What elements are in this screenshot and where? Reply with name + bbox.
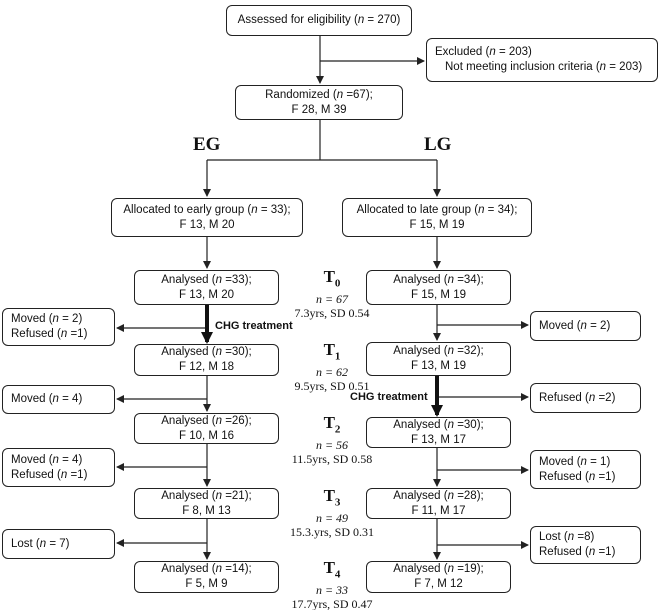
early-analysed-t4-count: Analysed (n =14); — [161, 563, 252, 575]
late-analysed-t1: Analysed (n =32); F 13, M 19 — [366, 342, 511, 376]
excluded-reason: Not meeting inclusion criteria (n = 203) — [445, 61, 643, 73]
early-analysed-t2-count: Analysed (n =26); — [161, 414, 252, 427]
alloc-late-box: Allocated to late group (n = 34); F 15, … — [342, 198, 532, 237]
early-analysed-t0-count: Analysed (n =33); — [161, 273, 252, 286]
early-analysed-t0-sex: F 13, M 20 — [179, 288, 234, 301]
treatment-label-late: CHG treatment — [350, 391, 428, 403]
early-dropout-t4-lost: Lost (n = 7) — [11, 537, 70, 550]
assessed-box: Assessed for eligibility (n = 270) — [226, 5, 412, 36]
late-group-label: LG — [424, 134, 452, 155]
timepoint-t3-label: T3 — [323, 486, 341, 509]
alloc-late-label: Allocated to late group (n = 34); — [356, 203, 518, 216]
early-group-label: EG — [193, 134, 221, 155]
early-dropout-t2: Moved (n = 4) — [2, 385, 115, 414]
early-analysed-t1-sex: F 12, M 18 — [179, 361, 234, 373]
randomized-sex: F 28, M 39 — [291, 103, 347, 116]
excluded-box: Excluded (n = 203) Not meeting inclusion… — [426, 38, 658, 82]
assessed-label: Assessed for eligibility (n = 270) — [237, 14, 401, 26]
timepoint-t0-age: 7.3yrs, SD 0.54 — [294, 306, 370, 321]
late-dropout-t3-moved: Moved (n = 1) — [539, 455, 611, 468]
late-dropout-t1: Moved (n = 2) — [530, 311, 641, 341]
early-analysed-t2-sex: F 10, M 16 — [179, 429, 234, 442]
alloc-late-sex: F 15, M 19 — [409, 218, 465, 231]
timepoint-t0-label: T0 — [323, 267, 341, 290]
late-dropout-t4-refused: Refused (n =1) — [539, 546, 616, 558]
early-dropout-t3: Moved (n = 4) Refused (n =1) — [2, 448, 115, 487]
late-analysed-t3-count: Analysed (n =28); — [393, 489, 484, 502]
early-analysed-t3: Analysed (n =21); F 8, M 13 — [134, 488, 279, 519]
timepoint-t0-n: n = 67 — [315, 292, 349, 307]
timepoint-t4-label: T4 — [323, 558, 341, 581]
randomized-label: Randomized (n =67); — [265, 88, 373, 101]
timepoint-t0: T0 n = 67 7.3yrs, SD 0.54 — [282, 267, 382, 321]
early-dropout-t1: Moved (n = 2) Refused (n =1) — [2, 308, 115, 346]
late-analysed-t1-count: Analysed (n =32); — [393, 345, 484, 357]
timepoint-t4-n: n = 33 — [315, 583, 349, 598]
late-analysed-t4: Analysed (n =19); F 7, M 12 — [366, 561, 511, 593]
late-analysed-t0-sex: F 15, M 19 — [411, 288, 466, 301]
late-dropout-t2: Refused (n =2) — [530, 383, 641, 413]
timepoint-t3-age: 15.3.yrs, SD 0.31 — [289, 525, 374, 540]
early-analysed-t4-sex: F 5, M 9 — [185, 578, 228, 590]
excluded-label: Excluded (n = 203) — [435, 46, 532, 58]
timepoint-t2-age: 11.5yrs, SD 0.58 — [291, 452, 373, 467]
timepoint-t2-label: T2 — [323, 413, 341, 436]
late-analysed-t0-count: Analysed (n =34); — [393, 273, 484, 286]
timepoint-t3-n: n = 49 — [315, 511, 349, 526]
late-dropout-t3: Moved (n = 1) Refused (n =1) — [530, 450, 641, 489]
timepoint-t1: T1 n = 62 9.5yrs, SD 0.51 — [282, 340, 382, 394]
early-analysed-t1-count: Analysed (n =30); — [161, 346, 252, 358]
timepoint-t3: T3 n = 49 15.3.yrs, SD 0.31 — [282, 486, 382, 540]
treatment-label-early: CHG treatment — [215, 320, 293, 332]
timepoint-t4: T4 n = 33 17.7yrs, SD 0.47 — [282, 559, 382, 610]
late-dropout-t2-refused: Refused (n =2) — [539, 391, 616, 404]
early-analysed-t1: Analysed (n =30); F 12, M 18 — [134, 344, 279, 376]
early-analysed-t2: Analysed (n =26); F 10, M 16 — [134, 413, 279, 444]
late-analysed-t4-count: Analysed (n =19); — [393, 563, 484, 575]
late-analysed-t3-sex: F 11, M 17 — [411, 504, 466, 517]
alloc-early-sex: F 13, M 20 — [179, 218, 235, 231]
alloc-early-label: Allocated to early group (n = 33); — [123, 203, 291, 216]
timepoint-t1-age: 9.5yrs, SD 0.51 — [294, 379, 370, 394]
early-dropout-t1-refused: Refused (n =1) — [11, 328, 88, 340]
alloc-early-box: Allocated to early group (n = 33); F 13,… — [111, 198, 303, 237]
early-analysed-t3-sex: F 8, M 13 — [182, 504, 231, 517]
late-dropout-t4-lost: Lost (n =8) — [539, 531, 595, 543]
late-dropout-t4: Lost (n =8) Refused (n =1) — [530, 526, 641, 564]
late-dropout-t3-refused: Refused (n =1) — [539, 470, 616, 483]
late-analysed-t0: Analysed (n =34); F 15, M 19 — [366, 270, 511, 305]
timepoint-t2-n: n = 56 — [315, 438, 349, 453]
late-analysed-t2-count: Analysed (n =30); — [393, 418, 484, 431]
timepoint-t2: T2 n = 56 11.5yrs, SD 0.58 — [282, 413, 382, 467]
late-analysed-t1-sex: F 13, M 19 — [411, 360, 466, 372]
late-analysed-t2-sex: F 13, M 17 — [411, 433, 466, 446]
early-analysed-t4: Analysed (n =14); F 5, M 9 — [134, 561, 279, 593]
late-analysed-t2: Analysed (n =30); F 13, M 17 — [366, 417, 511, 448]
late-dropout-t1-moved: Moved (n = 2) — [539, 319, 611, 332]
early-analysed-t3-count: Analysed (n =21); — [161, 489, 252, 502]
timepoint-t1-n: n = 62 — [315, 365, 349, 380]
early-dropout-t3-moved: Moved (n = 4) — [11, 453, 83, 466]
timepoint-t1-label: T1 — [323, 340, 341, 363]
timepoint-t4-age: 17.7yrs, SD 0.47 — [291, 597, 373, 610]
late-analysed-t4-sex: F 7, M 12 — [414, 578, 463, 590]
late-analysed-t3: Analysed (n =28); F 11, M 17 — [366, 488, 511, 519]
early-dropout-t2-moved: Moved (n = 4) — [11, 393, 83, 405]
randomized-box: Randomized (n =67); F 28, M 39 — [235, 85, 403, 120]
early-dropout-t4: Lost (n = 7) — [2, 529, 115, 559]
early-dropout-t3-refused: Refused (n =1) — [11, 468, 88, 481]
early-dropout-t1-moved: Moved (n = 2) — [11, 313, 83, 325]
early-analysed-t0: Analysed (n =33); F 13, M 20 — [134, 270, 279, 305]
